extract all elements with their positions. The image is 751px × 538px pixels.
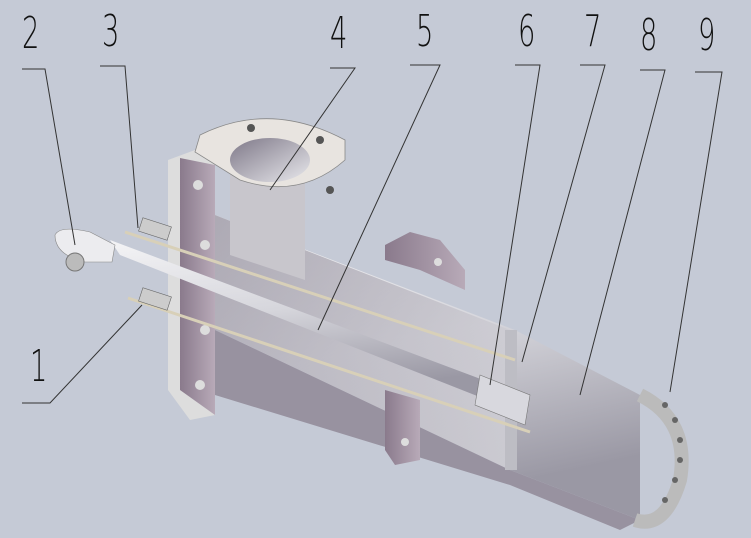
ignition-plugs [138, 217, 172, 311]
part-label-5: 5 [416, 6, 434, 57]
part-label-9: 9 [698, 10, 716, 61]
central-lance [54, 228, 531, 426]
part-label-2: 2 [22, 8, 40, 59]
part-label-8: 8 [640, 10, 658, 61]
leader-lines [22, 64, 723, 404]
left-flange [168, 150, 215, 420]
part-label-6: 6 [518, 6, 536, 57]
part-label-7: 7 [584, 6, 602, 57]
part-label-3: 3 [102, 6, 120, 57]
middle-flange [385, 232, 465, 465]
ignition-rods [124, 230, 531, 434]
part-label-1: 1 [30, 341, 48, 392]
part-label-4: 4 [330, 8, 348, 59]
